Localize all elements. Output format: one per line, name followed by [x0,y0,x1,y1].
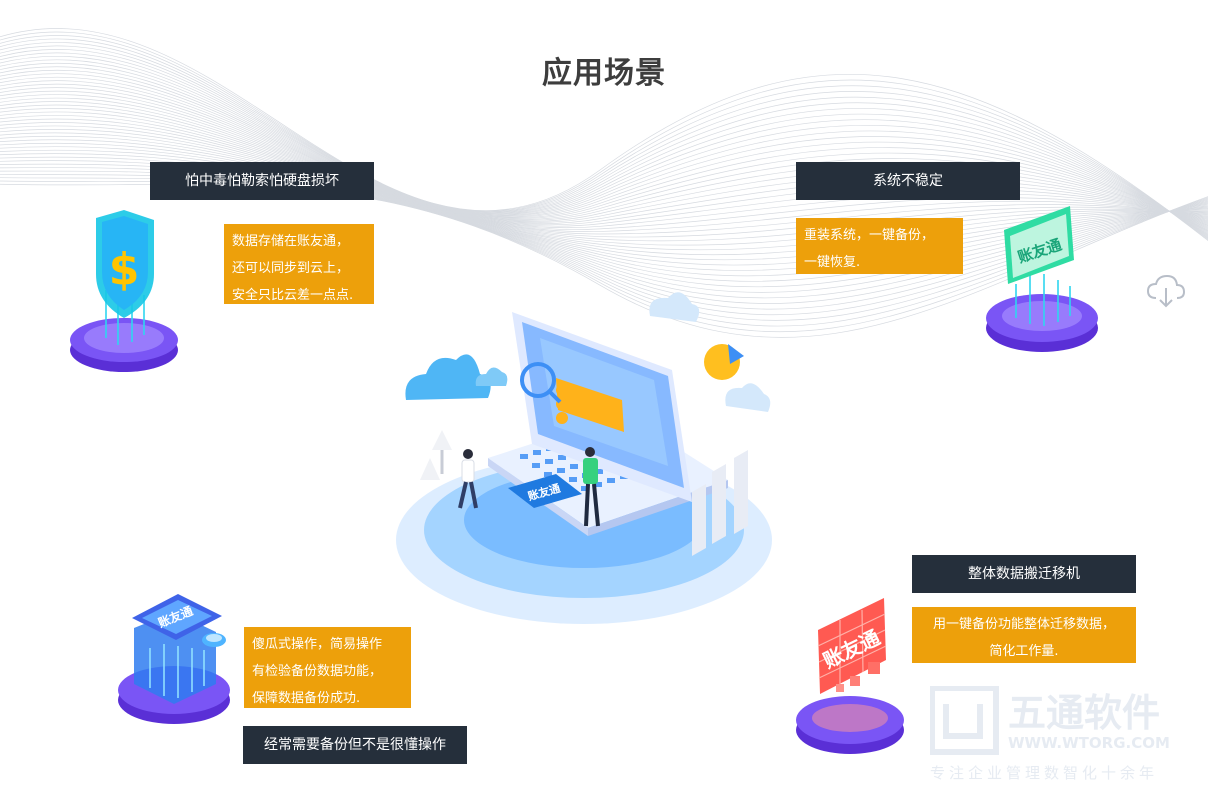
scenario-label-unstable: 系统不稳定 [796,162,1020,200]
brick-wall-icon: 账友通 [796,598,904,754]
wave-line [0,118,1208,238]
desc-line: 保障数据备份成功. [252,691,361,706]
wave-line [0,38,1208,239]
wutong-watermark-logo: 五通软件 WWW.WTORG.COM 专注企业管理数智化十余年 [930,686,1170,782]
wave-line [0,129,1208,251]
wave-line [0,42,1208,238]
keyboard-key [557,468,565,473]
desc-line: 还可以同步到云上， [232,261,350,276]
wave-line [0,111,1208,232]
wave-line [0,66,1208,231]
wave-line [0,132,1208,256]
scenario-label-migrate: 整体数据搬迁移机 [912,555,1136,593]
desc-line: 安全只比云差一点点. [232,288,354,303]
zhangyoutong-sign-icon: 账友通 [986,206,1098,352]
wave-line [0,115,1208,235]
watermark-url: WWW.WTORG.COM [1008,734,1170,752]
desc-line: 用一键备份功能整体迁移数据， [932,617,1115,632]
wave-line [0,73,1208,229]
keyboard-key [545,459,553,464]
wave-line [0,62,1208,232]
scenario-desc-migrate: 用一键备份功能整体迁移数据， 简化工作量. [912,607,1136,663]
keyboard-key [594,482,602,487]
keyboard-key [569,477,577,482]
wave-line [0,49,1208,236]
keyboard-key [520,454,528,459]
keyboard-key [581,486,589,491]
watermark-slogan: 专注企业管理数智化十余年 [930,764,1158,782]
wave-line [0,59,1208,233]
keyboard-key [544,472,552,477]
shield-dollar-icon: $ [70,210,178,372]
wave-line [0,52,1208,235]
wave-line [0,69,1208,230]
keyboard-key [607,478,615,483]
watermark-logo-text: 五通软件 [1008,691,1160,735]
wave-line [0,45,1208,237]
wave-line [0,35,1208,240]
keyboard-key [532,463,540,468]
wave-line [0,125,1208,246]
scenario-label-virus: 怕中毒怕勒索怕硬盘损坏 [150,162,374,200]
person-icon [458,447,600,527]
wave-line [0,31,1208,241]
scenario-label-easy: 经常需要备份但不是很懂操作 [243,726,467,764]
center-laptop-illustration: 账友通 [396,292,772,624]
keyboard-key [533,450,541,455]
wave-line [0,122,1208,242]
cloud-download-icon [1146,274,1186,308]
wave-line [0,28,1208,242]
keyboard-key [570,464,578,469]
desc-line: 数据存储在账友通， [232,234,350,249]
desc-line: 简化工作量. [989,644,1059,659]
wave-line [0,55,1208,234]
desc-line: 重装系统，一键备份， [804,228,935,243]
svg-text:$: $ [109,244,140,295]
wave-line [0,136,1208,261]
keyboard-key [558,455,566,460]
page-title: 应用场景 [542,56,666,91]
scenario-desc-unstable: 重装系统，一键备份， 一键恢复. [796,218,963,274]
desc-line: 有检验备份数据功能， [252,664,383,679]
keyboard-key [595,469,603,474]
desc-line: 一键恢复. [804,255,861,270]
desc-line: 傻瓜式操作，简易操作 [252,637,383,652]
scenario-desc-virus: 数据存储在账友通， 还可以同步到云上， 安全只比云差一点点. [224,224,374,304]
scenario-desc-easy: 傻瓜式操作，简易操作 有检验备份数据功能， 保障数据备份成功. [244,627,411,708]
device-screen-icon: 账友通 [118,594,230,724]
